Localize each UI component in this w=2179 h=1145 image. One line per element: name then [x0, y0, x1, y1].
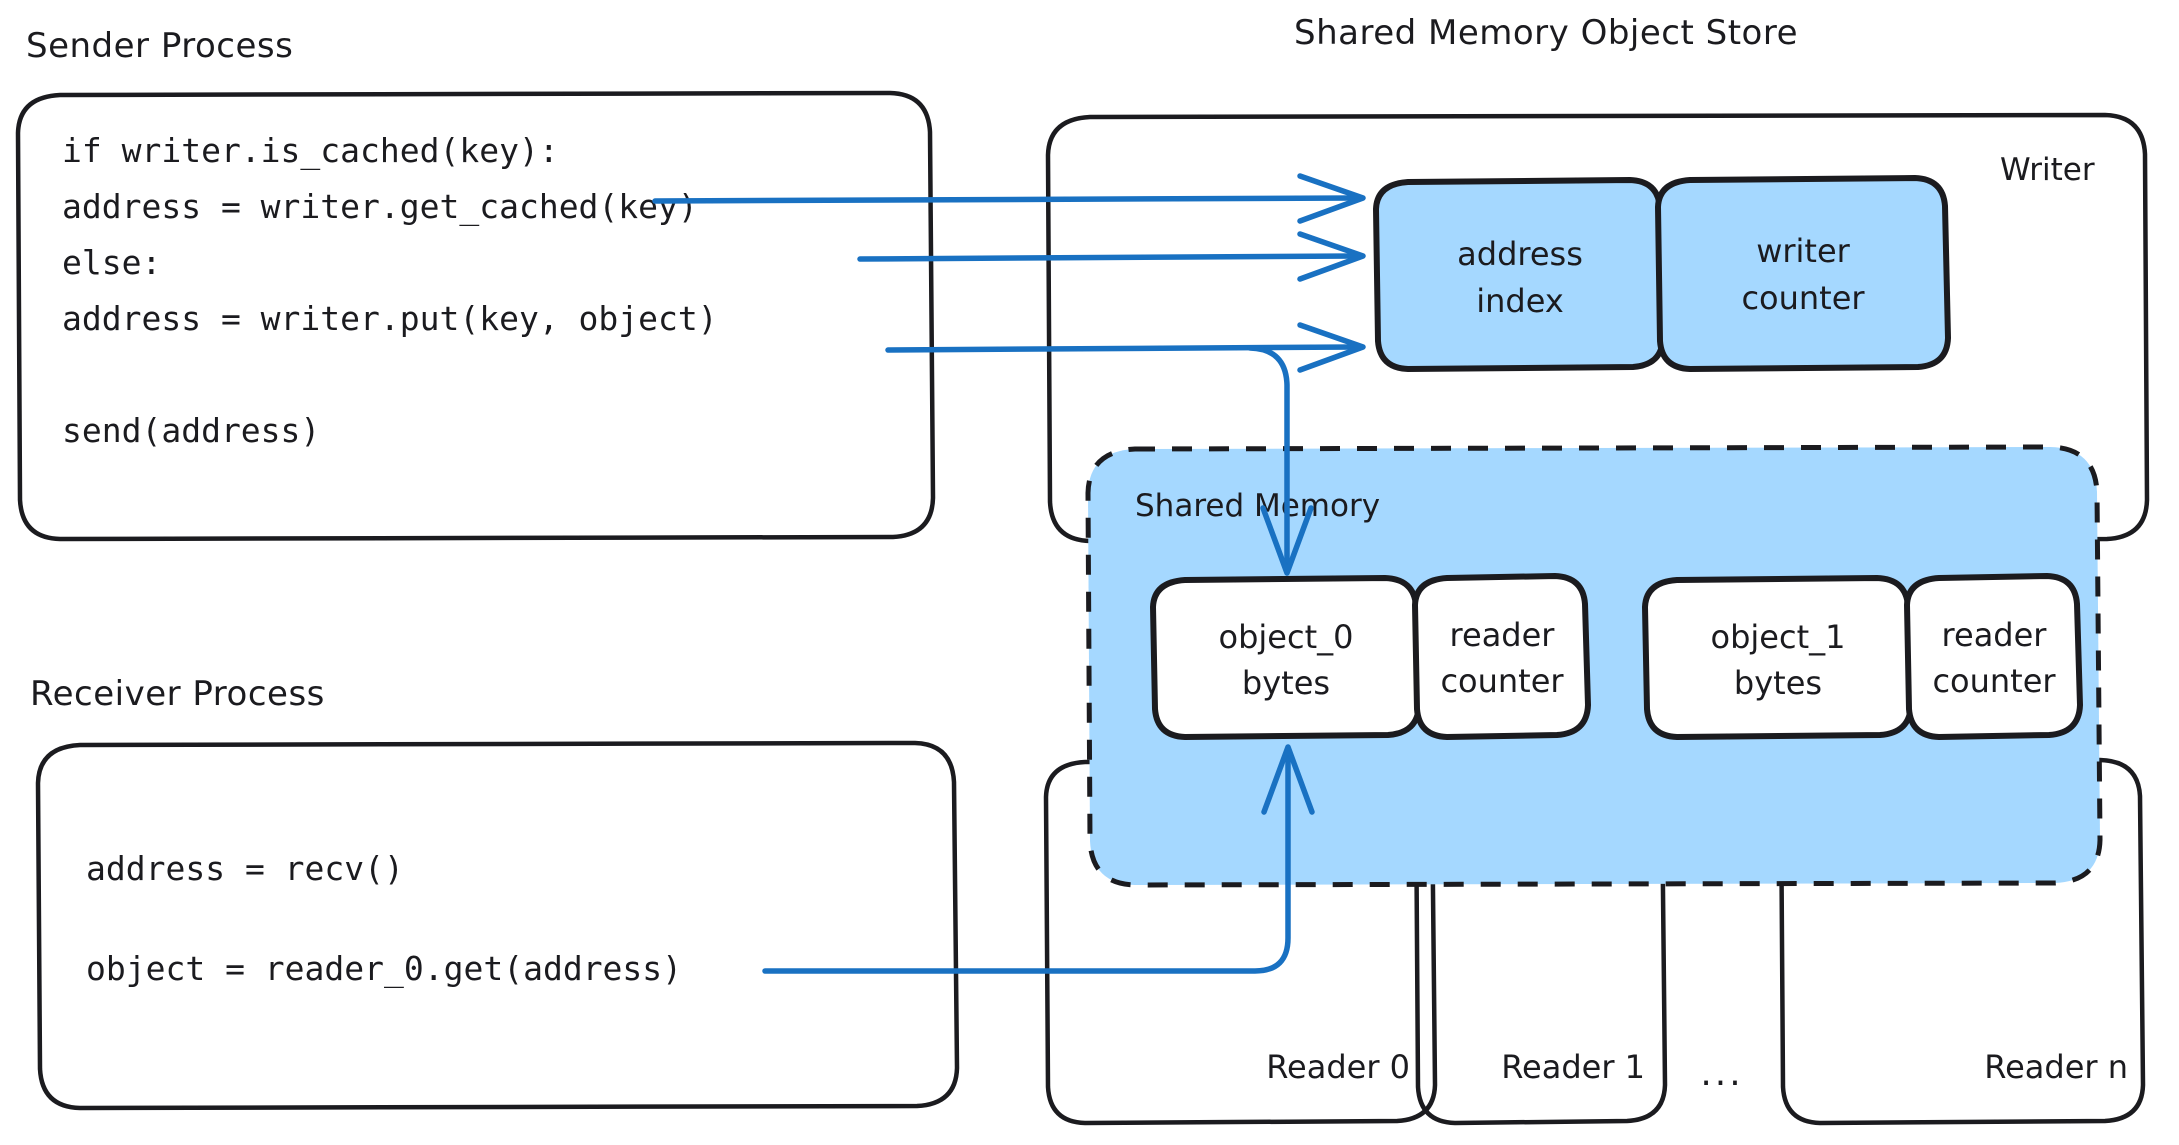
arrow-is-cached-to-address-index — [652, 173, 1366, 224]
receiver-code-line-2: object = reader_0.get(address) — [86, 949, 682, 989]
object-store-title: Shared Memory Object Store — [1294, 13, 1798, 53]
object-0-bytes-box — [1150, 575, 1422, 740]
writer-container-box — [1045, 112, 2150, 544]
shared-memory-label: Shared Memory — [1135, 488, 1380, 524]
writer-cell-writer-counter: writer counter — [1655, 175, 1951, 372]
writer-cell-address-index-line2: index — [1476, 282, 1564, 320]
sender-code-line-1: if writer.is_cached(key): — [62, 131, 559, 171]
writer-cell-writer-counter-shape — [1655, 175, 1951, 372]
writer-cell-address-index-line1: address — [1457, 235, 1583, 273]
object-1-bytes-box — [1642, 575, 1914, 740]
shared-memory-group: Shared Memory object_0 bytes reader coun… — [1085, 444, 2103, 888]
arrow-put-branch-to-object-0 — [1247, 345, 1314, 576]
reader-counter-0-line2: counter — [1440, 662, 1564, 700]
writer-cell-writer-counter-line1: writer — [1756, 232, 1850, 270]
object-0-bytes-line2: bytes — [1242, 664, 1330, 702]
object-0-bytes-line1: object_0 — [1219, 618, 1354, 656]
writer-cell-writer-counter-line2: counter — [1741, 279, 1865, 317]
sender-process-title: Sender Process — [26, 26, 293, 66]
shared-memory-slot-1: object_1 bytes reader counter — [1642, 573, 2083, 740]
arrow-put-to-address-index — [885, 322, 1366, 373]
shared-memory-border — [1085, 444, 2103, 888]
sender-code-line-2: address = writer.get_cached(key) — [62, 187, 698, 227]
receiver-process-box — [35, 740, 960, 1111]
receiver-code-line-1: address = recv() — [86, 849, 404, 888]
writer-label: Writer — [2000, 152, 2095, 188]
object-1-bytes-line1: object_1 — [1711, 618, 1846, 656]
receiver-process-group: Receiver Process address = recv() object… — [30, 674, 960, 1111]
arrow-get-cached-to-address-index — [857, 231, 1366, 282]
writer-container-group: Writer address index writer counter — [1045, 112, 2150, 544]
sender-code-line-5: send(address) — [62, 411, 320, 450]
object-1-bytes-line2: bytes — [1734, 664, 1822, 702]
sender-process-box — [15, 90, 936, 542]
sender-process-group: Sender Process if writer.is_cached(key):… — [15, 26, 936, 542]
reader-counter-1-line2: counter — [1932, 662, 2056, 700]
reader-label-n: Reader n — [1984, 1048, 2128, 1086]
writer-cell-address-index: address index — [1373, 177, 1666, 372]
shared-memory-region — [1088, 447, 2100, 885]
shared-memory-slot-0: object_0 bytes reader counter — [1150, 573, 1591, 740]
sender-code-line-3: else: — [62, 243, 161, 282]
reader-counter-0-box — [1412, 573, 1591, 740]
reader-label-1: Reader 1 — [1501, 1048, 1645, 1086]
arrow-reader-get-to-object-0 — [762, 744, 1315, 974]
connector-arrows-group — [652, 173, 1366, 974]
reader-counter-1-line1: reader — [1942, 616, 2048, 654]
receiver-process-title: Receiver Process — [30, 674, 325, 714]
writer-cell-address-index-shape — [1373, 177, 1666, 372]
reader-counter-0-line1: reader — [1450, 616, 1556, 654]
reader-label-0: Reader 0 — [1266, 1048, 1410, 1086]
reader-counter-1-box — [1904, 573, 2083, 740]
readers-ellipsis: ... — [1700, 1053, 1743, 1094]
sender-code-line-4: address = writer.put(key, object) — [62, 299, 718, 338]
